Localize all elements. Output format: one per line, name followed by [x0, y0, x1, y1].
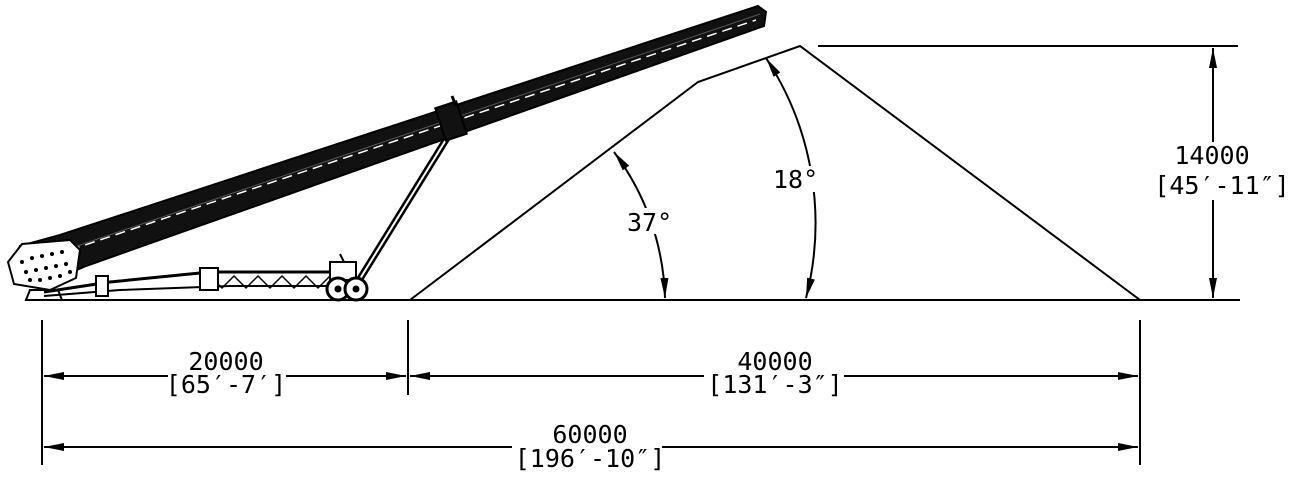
conveyor-length-mm-label: 20000 — [188, 347, 263, 376]
incline-angle-annotation: 18° — [765, 57, 822, 299]
stockpile-outline — [409, 44, 1141, 301]
overall-length-imperial-label: [196′-10″] — [515, 444, 666, 472]
feed-hopper — [6, 238, 82, 292]
conveyor-belt-line — [69, 19, 757, 251]
conveyor-length-dimension: 20000 [65′-7′] — [44, 347, 406, 399]
overall-length-mm-label: 60000 — [552, 420, 627, 449]
height-dimension: 14000 [45′-11″] — [1154, 48, 1290, 298]
pile-base-mm-label: 40000 — [737, 347, 812, 376]
height-imperial-label: [45′-11″] — [1154, 171, 1289, 200]
height-mm-label: 14000 — [1174, 141, 1249, 170]
undercarriage-truss — [209, 274, 331, 290]
conveyor-length-imperial-label: [65′-7′] — [166, 370, 286, 399]
pile-base-imperial-label: [131′-3″] — [707, 370, 842, 399]
hopper-perforations — [20, 250, 72, 282]
overall-length-dimension: 60000 [196′-10″] — [44, 420, 1138, 473]
stacking-conveyor — [6, 4, 768, 302]
conveyor-boom — [13, 4, 768, 288]
incline-angle-label: 18° — [773, 165, 818, 194]
repose-angle-label: 37° — [627, 208, 672, 237]
pile-base-dimension: 40000 [131′-3″] — [410, 347, 1138, 399]
repose-angle-annotation: 37° — [613, 151, 680, 299]
